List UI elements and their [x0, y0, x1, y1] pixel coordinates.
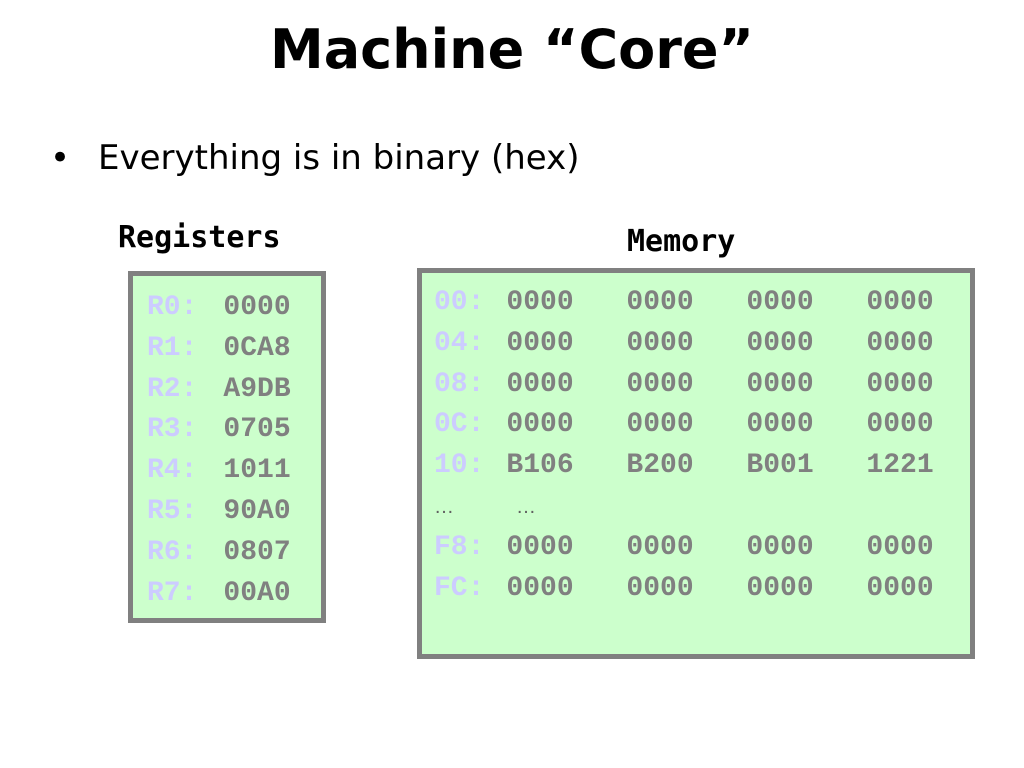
slide-title: Machine “Core” — [270, 18, 754, 81]
memory-word: 0000 — [746, 368, 814, 400]
memory-row: 04: 0000 0000 0000 0000 — [434, 324, 970, 365]
memory-word: B200 — [626, 450, 694, 482]
register-value: 90A0 — [223, 495, 291, 527]
memory-word: 0000 — [626, 287, 694, 318]
memory-row: F8: 0000 0000 0000 0000 — [434, 528, 970, 569]
memory-word: 0000 — [746, 572, 814, 604]
register-value: 1011 — [223, 455, 291, 487]
memory-address: FC: — [434, 572, 485, 604]
register-row: R2: A9DB — [147, 370, 321, 411]
register-value: 0705 — [223, 414, 291, 446]
memory-row: FC: 0000 0000 0000 0000 — [434, 569, 970, 610]
memory-word: 0000 — [626, 572, 694, 604]
register-value: 00A0 — [223, 577, 291, 609]
memory-word: 0000 — [626, 409, 694, 441]
memory-word: 0000 — [506, 287, 574, 318]
memory-address: 0C: — [434, 409, 485, 441]
register-name: R3: — [147, 414, 198, 446]
memory-word: 0000 — [506, 409, 574, 441]
register-name: R1: — [147, 332, 198, 364]
register-value: 0807 — [223, 536, 291, 568]
memory-address: F8: — [434, 531, 485, 563]
memory-word: 0000 — [746, 409, 814, 441]
register-name: R2: — [147, 373, 198, 405]
memory-row: 00: 0000 0000 0000 0000 — [434, 283, 970, 324]
register-name: R5: — [147, 495, 198, 527]
memory-word: 0000 — [506, 572, 574, 604]
register-row: R3: 0705 — [147, 410, 321, 451]
memory-word: 0000 — [866, 409, 934, 441]
register-name: R0: — [147, 292, 198, 323]
memory-word: 0000 — [746, 327, 814, 359]
memory-address: 10: — [434, 450, 485, 482]
memory-word: 0000 — [866, 572, 934, 604]
memory-word: B001 — [746, 450, 814, 482]
bullet-item: • Everything is in binary (hex) — [50, 138, 580, 178]
memory-word: 0000 — [866, 531, 934, 563]
memory-row: 0C: 0000 0000 0000 0000 — [434, 405, 970, 446]
register-row: R4: 1011 — [147, 451, 321, 492]
memory-label: Memory — [627, 224, 736, 259]
memory-address: 04: — [434, 327, 485, 359]
register-row: R5: 90A0 — [147, 492, 321, 533]
registers-panel: R0:0000 R1:0CA8 R2:A9DB R3:0705 R4:1011 … — [128, 271, 326, 623]
memory-word: 0000 — [506, 327, 574, 359]
register-row: R6: 0807 — [147, 533, 321, 574]
register-row: R1: 0CA8 — [147, 329, 321, 370]
memory-address: 08: — [434, 368, 485, 400]
memory-word: 0000 — [626, 327, 694, 359]
bullet-marker: • — [50, 138, 71, 178]
register-name: R7: — [147, 577, 198, 609]
register-name: R6: — [147, 536, 198, 568]
register-name: R4: — [147, 455, 198, 487]
ellipsis-address: … — [434, 495, 454, 518]
memory-word: 0000 — [746, 531, 814, 563]
memory-word: 0000 — [626, 368, 694, 400]
memory-word: B106 — [506, 450, 574, 482]
memory-word: 0000 — [506, 531, 574, 563]
memory-word: 0000 — [746, 287, 814, 318]
memory-ellipsis-row: …… — [434, 487, 970, 528]
registers-label: Registers — [118, 220, 281, 255]
register-row: R0: 0000 — [147, 288, 321, 329]
memory-word: 0000 — [506, 368, 574, 400]
memory-word: 0000 — [866, 287, 934, 318]
memory-address: 00: — [434, 287, 485, 318]
register-value: A9DB — [223, 373, 291, 405]
register-row: R7: 00A0 — [147, 574, 321, 615]
memory-row: 10: B106 B200 B001 1221 — [434, 446, 970, 487]
memory-row: 08: 0000 0000 0000 0000 — [434, 365, 970, 406]
memory-word: 0000 — [626, 531, 694, 563]
memory-word: 0000 — [866, 368, 934, 400]
ellipsis-words: … — [516, 495, 536, 518]
bullet-text: Everything is in binary (hex) — [98, 138, 580, 178]
register-value: 0CA8 — [223, 332, 291, 364]
memory-word: 0000 — [866, 327, 934, 359]
register-value: 0000 — [223, 292, 291, 323]
memory-word: 1221 — [866, 450, 934, 482]
